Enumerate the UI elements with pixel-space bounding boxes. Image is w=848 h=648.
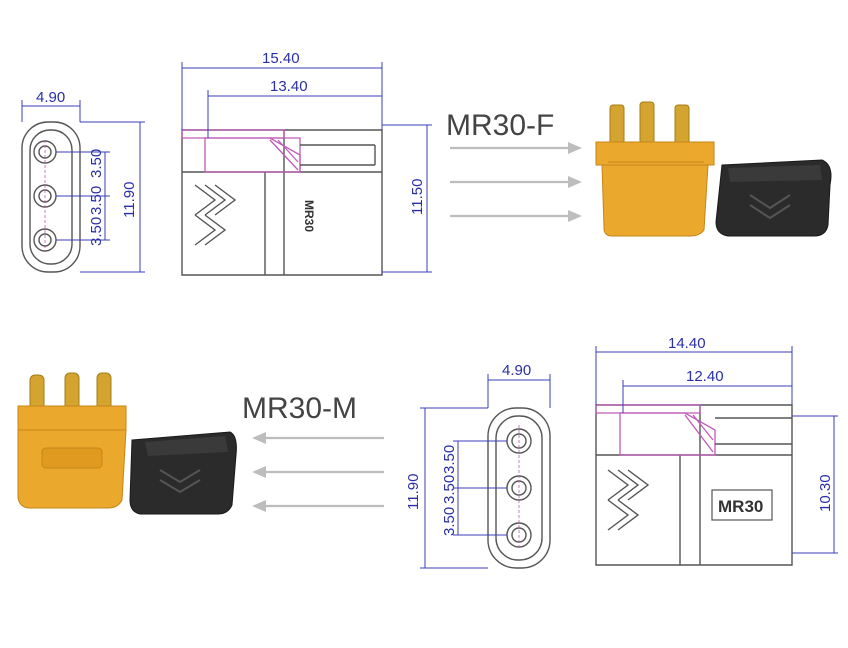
female-connector-illustration — [595, 101, 832, 237]
f-side-height-label: 11.50 — [409, 179, 426, 215]
m-side-inner-label: 12.40 — [686, 368, 724, 385]
f-end-pitch-top-label: 3.50 — [88, 149, 105, 178]
female-side-view — [181, 62, 432, 276]
female-end-view — [21, 100, 145, 273]
male-connector-illustration — [17, 372, 237, 515]
f-body-mark: MR30 — [302, 200, 316, 232]
m-end-pitch-bottom-label: 3.50 — [441, 507, 458, 536]
male-arrows — [252, 432, 384, 512]
m-end-height-label: 11.90 — [405, 474, 422, 510]
f-end-width-label: 4.90 — [36, 89, 65, 106]
f-end-height-label: 11.90 — [121, 182, 138, 218]
m-side-height-label: 10.30 — [817, 474, 834, 512]
m-side-total-label: 14.40 — [668, 335, 706, 352]
female-label: MR30-F — [446, 109, 554, 142]
f-side-total-label: 15.40 — [262, 50, 300, 67]
m-end-pitch-mid-label: 3.50 — [441, 475, 458, 504]
f-end-pitch-bottom-label: 3.50 — [88, 217, 105, 246]
female-arrows — [450, 142, 582, 222]
m-end-pitch-top-label: 3.50 — [441, 445, 458, 474]
m-body-mark: MR30 — [718, 497, 763, 516]
f-end-pitch-mid-label: 3.50 — [88, 186, 105, 215]
m-end-width-label: 4.90 — [502, 362, 531, 379]
f-side-inner-label: 13.40 — [270, 78, 308, 95]
male-label: MR30-M — [242, 392, 357, 425]
male-side-view — [595, 346, 838, 566]
m-body-mark-box — [711, 489, 773, 521]
male-end-view — [420, 374, 551, 569]
